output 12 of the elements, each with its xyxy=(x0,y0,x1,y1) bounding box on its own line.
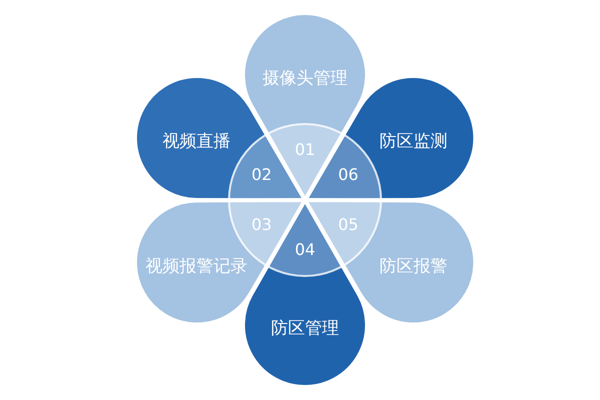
step-number: 01 xyxy=(294,141,316,159)
petal-label: 防区报警 xyxy=(379,257,448,276)
petal-label: 防区管理 xyxy=(271,320,339,338)
step-number: 05 xyxy=(338,216,358,234)
petal-label: 防区监测 xyxy=(379,132,448,151)
petal-label: 视频报警记录 xyxy=(146,257,248,276)
step-number: 03 xyxy=(252,216,272,234)
step-number: 04 xyxy=(294,241,316,259)
step-number: 06 xyxy=(338,166,358,184)
step-number: 02 xyxy=(252,166,272,184)
petal-label: 摄像头管理 xyxy=(262,70,348,88)
petal-label: 视频直播 xyxy=(162,132,231,151)
